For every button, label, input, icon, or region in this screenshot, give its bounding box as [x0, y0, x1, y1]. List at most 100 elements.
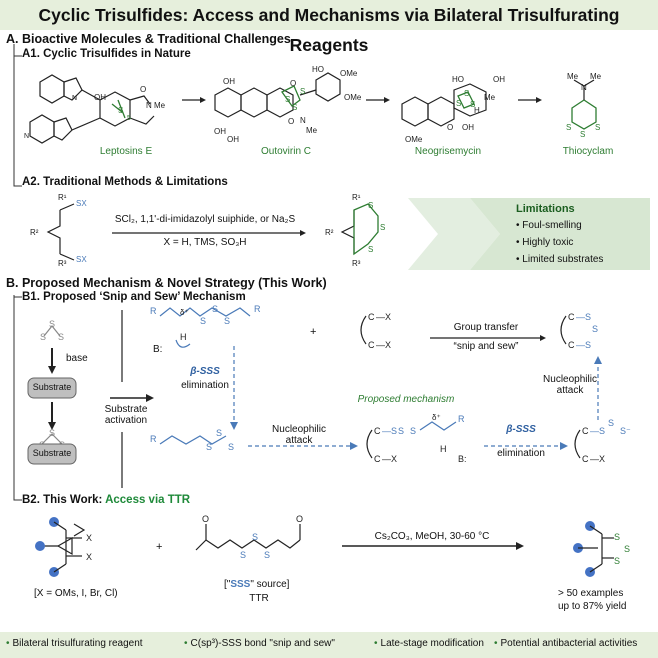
- a2-reactant: [46, 203, 75, 261]
- footer-bar: [0, 632, 658, 658]
- section-a2-heading: A2. Traditional Methods & Limitations: [22, 176, 228, 188]
- chevron-1: [408, 198, 500, 270]
- yield-label: up to 87% yield: [558, 601, 627, 612]
- svg-text:S: S: [49, 319, 55, 329]
- svg-text:S: S: [624, 544, 630, 554]
- svg-text:S: S: [58, 332, 64, 342]
- svg-text:HO: HO: [452, 75, 464, 84]
- substrate-box-1: [27, 377, 77, 399]
- elimination-label-2: elimination: [497, 448, 545, 459]
- a2-product: [340, 203, 379, 256]
- svg-text:5: 5: [127, 115, 131, 122]
- svg-text:N: N: [581, 83, 587, 92]
- beta-sss-label-1: β-SSS: [190, 366, 220, 377]
- molecule-label-thiocyclam: Thiocyclam: [562, 146, 614, 157]
- svg-text:SX: SX: [76, 199, 87, 208]
- svg-text:S: S: [592, 324, 598, 334]
- svg-text:δ⁺: δ⁺: [180, 308, 189, 317]
- svg-text:—X: —X: [376, 312, 391, 322]
- svg-text:S⁻: S⁻: [620, 426, 631, 436]
- svg-text:H: H: [440, 444, 447, 454]
- examples-label: > 50 examples: [558, 588, 624, 599]
- base-b-label-1: B:: [153, 344, 163, 355]
- plus-b1: +: [310, 326, 317, 338]
- svg-text:S: S: [614, 532, 620, 542]
- svg-text:OH: OH: [493, 75, 505, 84]
- svg-text:R: R: [150, 434, 157, 444]
- svg-text:B:: B:: [458, 454, 467, 464]
- substrate-activation-label: Substrate activation: [104, 404, 148, 426]
- svg-text:S: S: [595, 123, 600, 132]
- svg-text:O: O: [290, 79, 296, 88]
- svg-text:S: S: [608, 418, 614, 428]
- svg-text:S: S: [464, 89, 469, 98]
- svg-text:OH: OH: [94, 93, 106, 102]
- svg-text:O: O: [447, 123, 453, 132]
- molecule-label-outovirin: Outovirin C: [260, 146, 311, 157]
- svg-text:O: O: [288, 117, 294, 126]
- substrate-label-1: Substrate: [32, 382, 72, 392]
- section-b2-heading: B2. This Work: Access via TTR: [22, 494, 191, 506]
- svg-text:S: S: [300, 87, 305, 96]
- svg-text:S: S: [216, 428, 222, 438]
- plus-b2: +: [156, 541, 163, 553]
- svg-text:R: R: [458, 414, 465, 424]
- limitations-panel: [470, 198, 650, 270]
- mech-bottom-chain: [159, 435, 227, 445]
- footer-item-1: •Bilateral trisulfurating reagent: [6, 638, 143, 649]
- svg-text:OMe: OMe: [340, 69, 358, 78]
- svg-text:S: S: [380, 223, 385, 232]
- svg-text:S: S: [252, 532, 258, 542]
- svg-text:—X: —X: [376, 340, 391, 350]
- svg-text:R³: R³: [352, 259, 361, 268]
- svg-text:X: X: [86, 552, 92, 562]
- svg-text:S: S: [368, 245, 373, 254]
- svg-text:OH: OH: [214, 127, 226, 136]
- svg-text:C: C: [582, 426, 589, 436]
- svg-text:OH: OH: [223, 77, 235, 86]
- svg-text:OH: OH: [227, 135, 239, 144]
- sss-reagent: [43, 325, 61, 337]
- svg-text:R: R: [150, 306, 157, 316]
- svg-text:N: N: [24, 133, 29, 140]
- substrate-box-2: [27, 443, 77, 465]
- page-title: Cyclic Trisulfides: Access and Mechanism…: [0, 0, 658, 55]
- cyclic-product-b1: [560, 315, 567, 345]
- limitation-item-3: • Limited substrates: [516, 254, 604, 265]
- proposed-mechanism-label: Proposed mechanism: [357, 394, 455, 405]
- dihalide-fragment: [360, 315, 367, 345]
- svg-text:C: C: [568, 312, 575, 322]
- footer-item-4: •Potential antibacterial activities: [494, 638, 638, 649]
- traditional-conditions: X = H, TMS, SO₃H: [163, 237, 247, 248]
- traditional-reagents: SCl₂, 1,1'-di-imidazolyl suiphide, or Na…: [114, 214, 296, 225]
- svg-text:Me: Me: [590, 72, 602, 81]
- mech-top-chain: [159, 307, 251, 317]
- svg-text:R¹: R¹: [352, 193, 361, 202]
- svg-text:S: S: [240, 550, 246, 560]
- nucleophilic-attack-label-2: Nucleophilic attack: [543, 374, 597, 396]
- svg-text:C: C: [568, 340, 575, 350]
- b2-conditions: Cs₂CO₃, MeOH, 30-60 °C: [374, 531, 490, 542]
- base-label: base: [66, 353, 88, 364]
- svg-text:S: S: [368, 201, 373, 210]
- svg-text:S: S: [470, 100, 475, 109]
- svg-text:S: S: [212, 304, 218, 314]
- svg-text:H: H: [180, 332, 187, 342]
- molecule-label-leptosins: Leptosins E: [99, 146, 153, 157]
- elimination-label-1: elimination: [181, 380, 229, 391]
- svg-text:S: S: [614, 556, 620, 566]
- svg-text:—S: —S: [590, 426, 605, 436]
- limitation-item-1: • Foul-smelling: [516, 220, 582, 231]
- svg-text:S: S: [118, 106, 123, 115]
- substrate-label-2: Substrate: [32, 448, 72, 458]
- svg-text:Me: Me: [567, 72, 579, 81]
- a-bracket: [13, 44, 22, 187]
- svg-text:S: S: [398, 426, 404, 436]
- svg-text:N: N: [300, 116, 306, 125]
- svg-text:δ⁺: δ⁺: [432, 413, 441, 422]
- svg-text:S: S: [40, 332, 46, 342]
- svg-text:C: C: [374, 454, 381, 464]
- svg-text:S: S: [292, 103, 297, 112]
- svg-text:S: S: [410, 426, 416, 436]
- svg-text:—X: —X: [590, 454, 605, 464]
